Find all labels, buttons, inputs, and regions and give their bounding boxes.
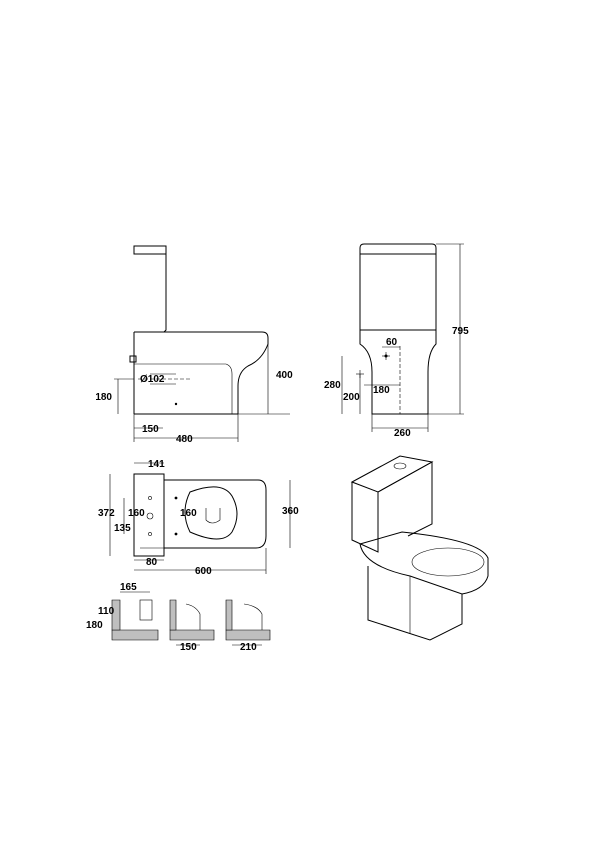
dim-165-label: 165 <box>120 582 137 593</box>
wall-2 <box>169 599 177 631</box>
hole-5 <box>174 532 178 536</box>
hole-4 <box>174 496 178 500</box>
inner-trap-line <box>134 363 233 414</box>
dim-160l-label: 160 <box>128 508 145 519</box>
cistern-body <box>134 253 167 333</box>
dim-360-label: 360 <box>282 506 299 517</box>
wall-3 <box>225 599 233 631</box>
dim-200-label: 200 <box>343 392 360 403</box>
dim-480-label: 480 <box>176 434 193 445</box>
dim-180pd-label: 180 <box>86 620 103 631</box>
pipe-details: 165 110 180 150 210 <box>86 582 271 653</box>
dim-80-label: 80 <box>146 557 158 568</box>
dim-135-label: 135 <box>114 523 131 534</box>
hole-2 <box>146 512 154 520</box>
dim-180-label: 180 <box>95 392 112 403</box>
pedestal-outline <box>359 330 437 415</box>
dim-795-label: 795 <box>452 326 469 337</box>
cistern-side-3d <box>377 461 433 537</box>
dim-60-label: 60 <box>386 337 398 348</box>
flush-button-3d <box>393 462 407 470</box>
dim-160r-label: 160 <box>180 508 197 519</box>
cistern-front-3d <box>351 482 379 553</box>
dim-280-label: 280 <box>324 380 341 391</box>
top-view: 141 372 160 135 160 360 80 600 <box>98 459 299 577</box>
bowl-3d <box>359 531 489 595</box>
outlet-stub <box>129 355 137 363</box>
dim-210-label: 210 <box>240 642 257 653</box>
dim-141-label: 141 <box>148 459 165 470</box>
dim-372-label: 372 <box>98 508 115 519</box>
pan-connector-1 <box>139 599 153 621</box>
dim-600-label: 600 <box>195 566 212 577</box>
cistern-top <box>133 473 165 557</box>
dim-150-label: 150 <box>142 424 159 435</box>
dim-180f-label: 180 <box>373 385 390 396</box>
bowl-rim <box>184 486 238 540</box>
cistern-lid-front <box>359 243 437 255</box>
floor-1 <box>111 629 159 641</box>
dim-400-label: 400 <box>276 370 293 381</box>
bowl-outline <box>134 331 269 414</box>
dim-110-label: 110 <box>98 606 115 617</box>
hole-3 <box>148 532 152 536</box>
bowl-rim-3d <box>411 547 485 577</box>
dim-150pd-label: 150 <box>180 642 197 653</box>
side-view: 180 Ø102 400 150 480 <box>95 245 293 445</box>
bowl-top <box>164 479 267 549</box>
trap-2 <box>185 603 201 630</box>
wall-1 <box>111 599 121 631</box>
dim-diameter-label: Ø102 <box>140 374 165 385</box>
toilet-3d-illustration <box>350 455 489 641</box>
bowl-outlet <box>205 508 221 524</box>
front-view: 60 280 200 180 795 260 <box>324 243 469 439</box>
cistern-lid <box>133 245 167 255</box>
cistern-lid-3d <box>350 455 434 493</box>
pedestal-3d <box>367 566 463 641</box>
floor-2 <box>169 629 215 641</box>
hole-1 <box>148 496 152 500</box>
dim-260-label: 260 <box>394 428 411 439</box>
trap-3 <box>243 603 263 630</box>
floor-3 <box>225 629 271 641</box>
fixing-point <box>174 402 178 406</box>
